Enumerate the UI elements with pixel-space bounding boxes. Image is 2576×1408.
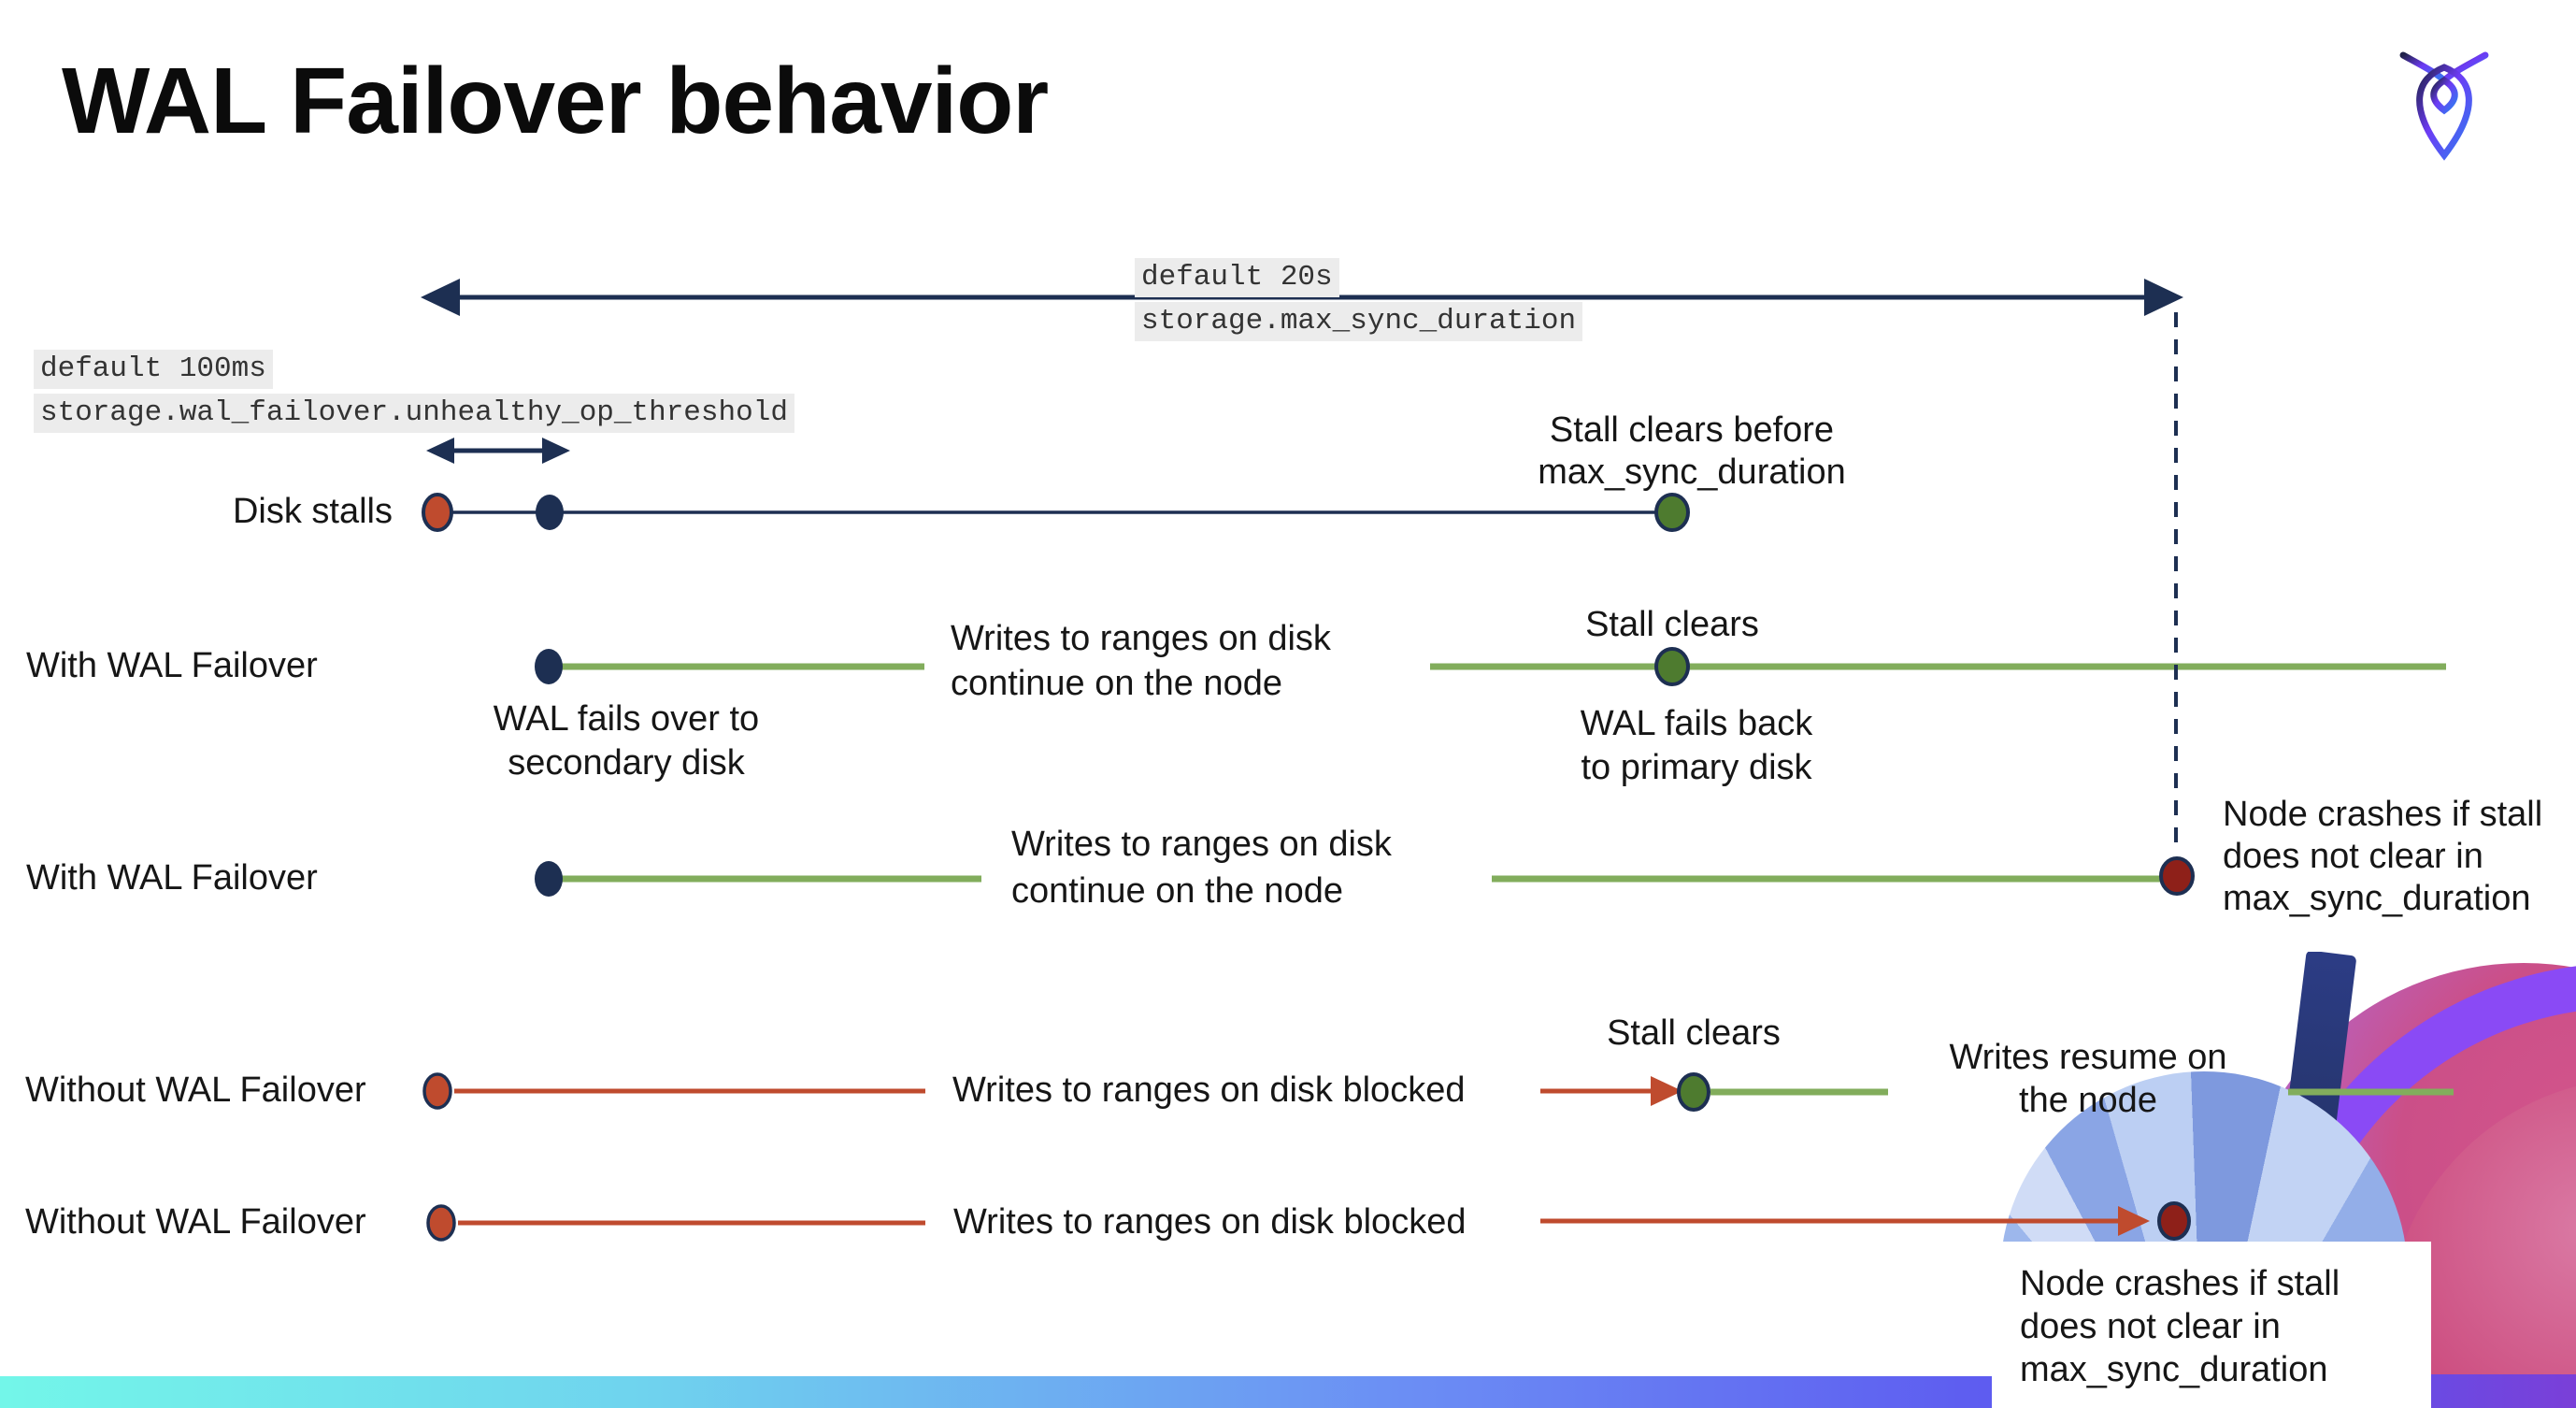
annotation-writes-continue-2: Writes to ranges on disk continue on the…: [1011, 825, 1392, 911]
annotation-node-crashes-1: Node crashes if stall does not clear in …: [2223, 795, 2543, 918]
max-sync-duration-arrow: [421, 279, 2183, 316]
row-label-with-wal-failover-1: With WAL Failover: [26, 646, 318, 685]
annotation-stall-clears-1: Stall clears: [1585, 605, 1759, 644]
row-label-without-wal-failover-2: Without WAL Failover: [25, 1202, 366, 1242]
wal1-failover-dot: [535, 649, 563, 684]
nowal1-stall-dot: [422, 1072, 452, 1110]
annotation-node-crashes-2: Node crashes if stall does not clear in …: [2020, 1264, 2340, 1389]
wal2-failover-dot: [535, 861, 563, 897]
row-label-disk-stalls: Disk stalls: [232, 492, 393, 531]
annotation-writes-resume: Writes resume on the node: [1949, 1038, 2227, 1120]
annotation-writes-blocked-1: Writes to ranges on disk blocked: [952, 1070, 1466, 1110]
row-label-without-wal-failover-1: Without WAL Failover: [25, 1070, 366, 1110]
annotation-writes-blocked-2: Writes to ranges on disk blocked: [953, 1202, 1467, 1242]
unhealthy-op-threshold-callout: default 100ms storage.wal_failover.unhea…: [34, 350, 794, 433]
annotation-wal-fails-over: WAL fails over to secondary disk: [493, 699, 760, 783]
annotation-stall-clears-2: Stall clears: [1607, 1013, 1781, 1053]
crash-note-box: Node crashes if stall does not clear in …: [1992, 1242, 2431, 1408]
annotation-wal-fails-back: WAL fails back to primary disk: [1580, 704, 1813, 787]
threshold-default-label: default 100ms: [34, 350, 273, 389]
annotation-writes-continue-1: Writes to ranges on disk continue on the…: [951, 619, 1331, 703]
logo-body: [2416, 64, 2472, 161]
disk-stall-clear-dot: [1654, 493, 1690, 532]
nowal2-red-arrowhead: [2118, 1206, 2150, 1236]
nowal1-clear-dot: [1677, 1072, 1710, 1112]
annotation-stall-clears-before: Stall clears before max_sync_duration: [1538, 410, 1846, 492]
page-title: WAL Failover behavior: [62, 49, 1049, 153]
max-sync-setting-label: storage.max_sync_duration: [1135, 302, 1583, 341]
disk-stall-threshold-dot: [536, 495, 564, 530]
arrowhead-left: [426, 438, 454, 464]
disk-stall-start-dot: [422, 493, 453, 532]
wal2-crash-dot: [2159, 856, 2195, 896]
cockroachdb-logo-icon: [2399, 51, 2489, 161]
wal1-stall-clear-dot: [1654, 647, 1690, 686]
nowal1-red-arrowhead: [1651, 1076, 1682, 1106]
unhealthy-op-threshold-arrow: [426, 438, 570, 464]
arrowhead-right: [2144, 279, 2183, 316]
arrowhead-right: [542, 438, 570, 464]
logo-inner-leaf: [2430, 76, 2458, 115]
max-sync-duration-callout: default 20s storage.max_sync_duration: [1135, 258, 1583, 341]
nowal2-crash-dot: [2157, 1201, 2191, 1241]
nowal2-stall-dot: [426, 1204, 456, 1242]
threshold-setting-label: storage.wal_failover.unhealthy_op_thresh…: [34, 394, 794, 433]
arrowhead-left: [421, 279, 460, 316]
max-sync-default-label: default 20s: [1135, 258, 1339, 297]
row-label-with-wal-failover-2: With WAL Failover: [26, 858, 318, 898]
